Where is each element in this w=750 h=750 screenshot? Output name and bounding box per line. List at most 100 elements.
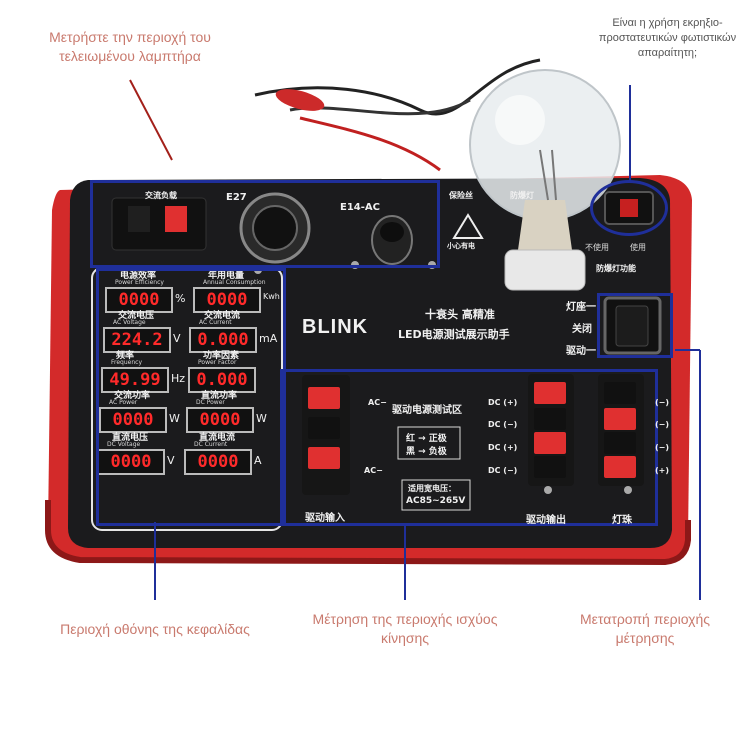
meter-label-en-9: DC Current [194, 441, 228, 448]
pm-label-1: (−) [655, 398, 670, 407]
callout-conversion-area: Μετατροπή περιοχής μέτρησης [579, 611, 710, 646]
callout-drive-power-area: Μέτρηση της περιοχής ισχύος κίνησης [312, 611, 498, 646]
explosion-label: 防爆灯 [510, 191, 534, 200]
explosion-sub-label: 防爆灯功能 [596, 264, 636, 273]
fuse-label: 保险丝 [449, 191, 473, 200]
outline-lamp-test-area [90, 180, 440, 268]
meter-label-en-0: Power Efficiency [115, 279, 164, 286]
brand-logo: BLINK [302, 316, 369, 338]
dc-label-2: DC (−) [488, 420, 518, 429]
dc-label-3: DC (+) [488, 443, 518, 452]
meter-value-2: 224.2 [111, 330, 163, 350]
meter-value-7: 0000 [199, 410, 241, 430]
meter-value-1: 0000 [206, 290, 248, 310]
meter-label-7: 直流功率 [201, 391, 238, 401]
meter-unit-6: W [169, 412, 180, 425]
meter-label-0: 电源效率 [120, 271, 157, 281]
meter-label-9: 直流电流 [199, 433, 236, 443]
pm-label-3: (−) [655, 443, 670, 452]
caution-triangle [452, 213, 484, 239]
meter-label-en-3: AC Current [199, 319, 232, 326]
meter-value-6: 0000 [112, 410, 154, 430]
meter-display-7: 0000 [186, 407, 254, 433]
meter-label-6: 交流功率 [114, 391, 151, 401]
meter-label-en-7: DC Power [196, 399, 225, 406]
device-case-edge [45, 500, 691, 566]
meter-unit-4: Hz [171, 372, 186, 385]
meter-unit-7: W [256, 412, 267, 425]
meter-label-1: 年用电量 [208, 271, 245, 281]
meter-display-9: 0000 [184, 449, 252, 475]
drive-output-label: 驱动输出 [526, 515, 566, 526]
meter-label-en-5: Power Factor [198, 359, 237, 366]
pm-label-4: (+) [655, 466, 670, 475]
meter-unit-0: % [175, 292, 186, 305]
meter-display-4: 49.99 [101, 367, 169, 393]
meter-display-2: 224.2 [103, 327, 171, 353]
explosion-off-label: 不使用 [585, 243, 609, 252]
ac-label-top: AC− [368, 398, 387, 407]
meter-label-en-2: AC Voltage [113, 319, 146, 326]
meter-display-1: 0000 [193, 287, 261, 313]
led-beads-label: 灯珠 [612, 515, 632, 526]
polarity-black: 黑 → 负极 [406, 447, 447, 457]
voltage-title: 适用宽电压： [408, 484, 456, 493]
ac-label-bottom: AC− [364, 466, 383, 475]
meter-label-en-4: Frequency [111, 359, 142, 366]
dc-label-4: DC (−) [488, 466, 518, 475]
voltage-value: AC85~265V [406, 496, 466, 506]
drive-output-terminal[interactable] [528, 374, 574, 486]
meter-value-5: 0.000 [196, 370, 248, 390]
ac-load-label: 交流负载 [145, 191, 177, 200]
test-cable-black [254, 58, 541, 116]
meter-label-4: 频率 [116, 351, 135, 361]
meter-value-3: 0.000 [197, 330, 249, 350]
bulb-base [504, 249, 586, 291]
explosion-on-label: 使用 [630, 243, 646, 252]
outline-mode-switch [597, 293, 673, 358]
meter-unit-2: V [173, 332, 181, 345]
meter-label-en-8: DC Voltage [107, 441, 141, 448]
slogan-label: 十衰头 高精准 [425, 308, 495, 321]
meter-unit-8: V [167, 454, 175, 467]
socket-e27-label: E27 [226, 192, 247, 203]
meter-value-0: 0000 [118, 290, 160, 310]
drive-input-label: 驱动输入 [305, 513, 345, 524]
device-subtitle: LED电源测试展示助手 [398, 328, 510, 341]
socket-e14-label: E14-AC [340, 202, 380, 213]
meter-unit-3: mA [259, 332, 278, 345]
outline-explosion-switch [590, 180, 668, 236]
meter-display-0: 0000 [105, 287, 173, 313]
meter-display-6: 0000 [99, 407, 167, 433]
meter-display-3: 0.000 [189, 327, 257, 353]
drive-area-title: 驱动电源测试区 [392, 405, 462, 416]
meter-label-8: 直流电压 [112, 433, 149, 443]
alligator-clip [275, 89, 325, 111]
pm-label-2: (−) [655, 420, 670, 429]
dc-label-1: DC (+) [488, 398, 518, 407]
callout-header-display-area: Περιοχή οθόνης της κεφαλίδας [60, 621, 250, 637]
meter-label-en-6: AC Power [109, 399, 138, 406]
caution-label: 小心有电 [447, 242, 475, 250]
meter-value-8: 0000 [110, 452, 152, 472]
meter-label-en-1: Annual Consumption [203, 279, 266, 286]
meter-unit-9: A [254, 454, 262, 467]
meter-label-3: 交流电流 [204, 311, 241, 321]
drive-input-terminal[interactable] [302, 375, 350, 495]
led-beads-terminal[interactable] [598, 374, 644, 486]
switch-label-off: 关闭 [572, 324, 592, 335]
polarity-red: 红 → 正极 [406, 434, 447, 444]
meter-unit-1: Kwh [263, 292, 280, 301]
callout-finished-lamp-area: Μετρήστε την περιοχή του τελειωμένου λαμ… [49, 29, 211, 64]
test-cable-red [299, 116, 441, 172]
switch-label-lamp: 灯座一 [566, 302, 596, 313]
meter-label-5: 功率因素 [203, 351, 240, 361]
outline-drive-area [280, 369, 658, 526]
meter-value-4: 49.99 [109, 370, 161, 390]
switch-label-drive: 驱动一 [566, 346, 596, 357]
outline-meter-area [96, 268, 286, 526]
meter-value-9: 0000 [197, 452, 239, 472]
callout-explosion-proof-question: Είναι η χρήση εκρηξιο-προστατευτικών φωτ… [598, 17, 737, 59]
meter-label-2: 交流电压 [118, 311, 155, 321]
meter-display-5: 0.000 [188, 367, 256, 393]
